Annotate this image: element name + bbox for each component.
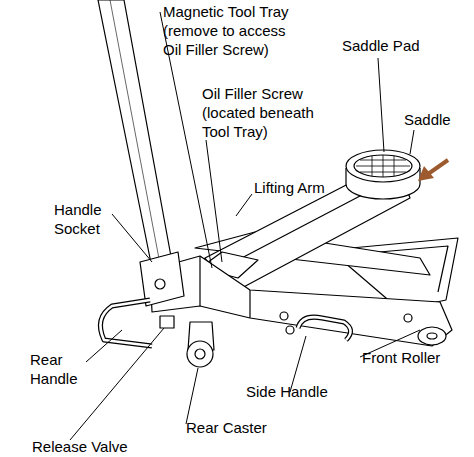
part-label: Front Roller (362, 348, 440, 367)
leader-line (112, 214, 152, 262)
frame-bolt (286, 326, 294, 334)
rear-handle-outline (100, 300, 152, 346)
saddle-pad-ring (354, 155, 412, 177)
part-label: Oil Filler Screw (located beneath Tool T… (202, 84, 324, 141)
release-valve (160, 316, 174, 328)
leader-lines (70, 12, 420, 440)
handle-socket (140, 252, 184, 306)
saddle-pad (346, 150, 420, 182)
part-label: Saddle Pad (342, 36, 420, 55)
front-roller (418, 327, 446, 345)
part-label: Lifting Arm (254, 178, 325, 197)
frame-bolt (404, 314, 412, 322)
leader-line (410, 130, 414, 154)
saddle-pad-grip (356, 155, 410, 177)
leader-line (70, 328, 164, 440)
part-label: Rear Caster (186, 418, 267, 437)
leader-line (206, 140, 222, 262)
rear-caster (187, 341, 213, 367)
socket-bolt (155, 279, 165, 289)
part-label: Side Handle (246, 382, 328, 401)
pointer-arrow-head (418, 166, 434, 181)
pointer-arrow (418, 160, 448, 181)
caster-hub (195, 349, 205, 359)
leader-line (236, 194, 252, 216)
pointer-arrow-shaft (428, 160, 448, 174)
leader-line (378, 58, 384, 152)
part-label: Saddle (404, 110, 451, 129)
frame-edges (200, 256, 250, 318)
part-label: Release Valve (32, 437, 128, 456)
leader-line (186, 368, 198, 424)
part-label: Rear Handle (30, 350, 92, 388)
roller-hub (427, 333, 437, 339)
jack-handle (98, 0, 172, 268)
jack-drawing (98, 0, 458, 367)
handle-shade (110, 0, 160, 264)
part-label: Magnetic Tool Tray (remove to access Oil… (163, 2, 301, 59)
part-label: Handle Socket (54, 200, 116, 238)
leader-line (86, 330, 122, 362)
rear-handle-fill (100, 300, 152, 346)
frame-bolt (280, 312, 288, 320)
